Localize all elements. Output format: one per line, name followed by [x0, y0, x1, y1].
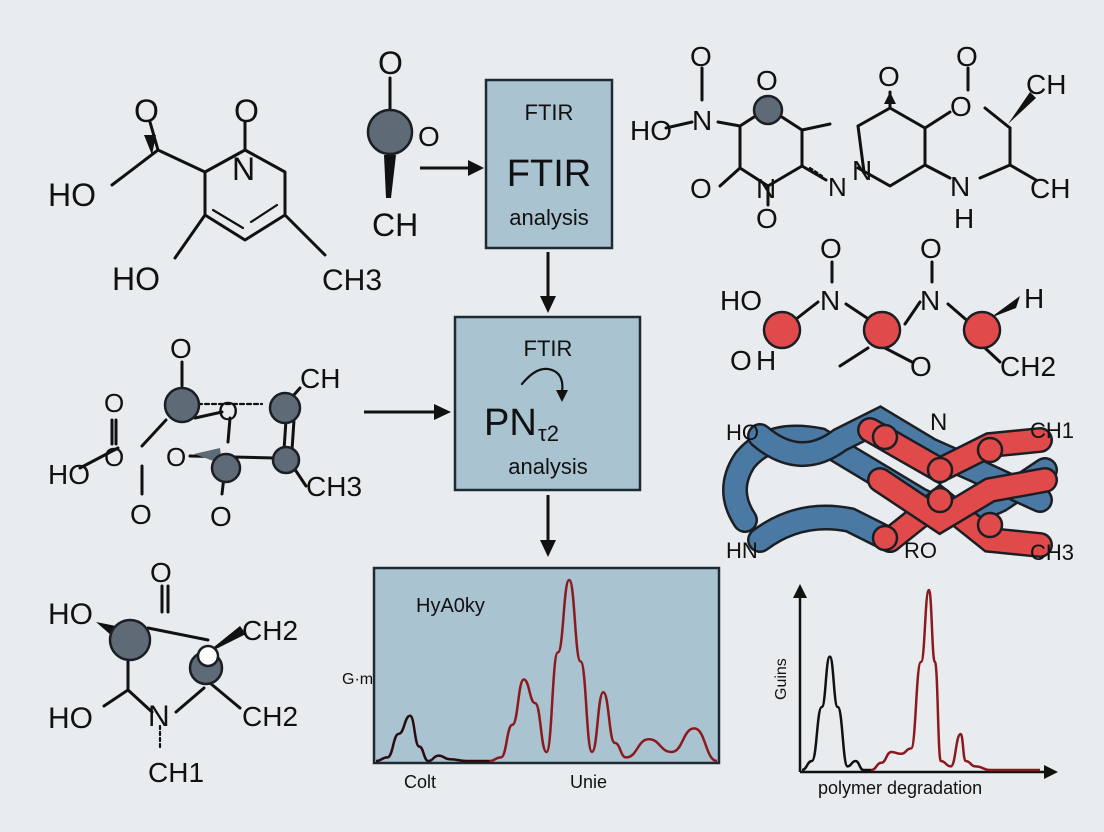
- bl-ho2: HO: [48, 702, 93, 735]
- pyridine-ho-bottom: HO: [112, 261, 160, 297]
- degradation-plot: [801, 588, 1040, 772]
- curved-arrow-icon: [520, 367, 564, 394]
- cage-ch: CH: [300, 363, 340, 394]
- spectrum-xlabel-right: Unie: [570, 772, 607, 792]
- molecule-topright: O HO N O O N O N N O O O CH N H CH: [630, 41, 1070, 234]
- pyridine-o-n: O: [234, 93, 259, 129]
- small-o-top: O: [378, 45, 403, 81]
- box-mid-small-label: FTIR: [524, 336, 573, 361]
- spectrum-ylabel: G·m: [342, 671, 373, 688]
- tr-ho: HO: [630, 115, 672, 146]
- spectrum-series-2-line: [489, 578, 718, 763]
- molecule-bottomleft: O HO CH2 HO N CH2 CH1: [48, 557, 298, 788]
- polymer-ho: HO: [726, 420, 759, 445]
- polymer-n: N: [930, 409, 947, 436]
- box-top-big-label: FTIR: [507, 153, 591, 195]
- rc-n2: N: [920, 285, 940, 316]
- cage-o4: O: [166, 442, 186, 472]
- arrow-box-top-to-mid: [540, 252, 556, 313]
- polymer-ch3: CH3: [1030, 540, 1074, 565]
- arrow-box-mid-to-spectrum: [540, 495, 556, 557]
- pyridine-n: N: [232, 151, 255, 187]
- tr-n1: N: [692, 105, 712, 136]
- rc-o2: O: [820, 233, 842, 264]
- y-axis-arrow-icon: [793, 584, 807, 598]
- bl-o-top: O: [150, 557, 172, 588]
- rc-o4: O: [920, 233, 942, 264]
- tr-n5: N: [950, 171, 970, 202]
- cage-o-top: O: [170, 333, 192, 364]
- tr-o6: O: [956, 41, 978, 72]
- degradation-xlabel: polymer degradation: [818, 778, 982, 798]
- spectrum-panel-background: [372, 566, 721, 765]
- tr-o1: O: [690, 41, 712, 72]
- box-mid-subscript: τ2: [538, 421, 559, 446]
- tr-o3: O: [690, 173, 712, 204]
- box-mid-big-label: PN: [484, 402, 537, 444]
- spectrum-panel: HyA0ky G·m Colt Unie: [342, 566, 721, 792]
- cage-o2: O: [218, 396, 238, 426]
- degradation-series-2-line: [871, 588, 1040, 772]
- small-o-right: O: [418, 121, 440, 152]
- cage-o5: O: [130, 499, 152, 530]
- degradation-series-1-line: [801, 655, 872, 772]
- polymer-ro: RO: [904, 538, 937, 563]
- rc-o1: O: [730, 345, 752, 376]
- ftir-box-mid: FTIR PN τ2 analysis: [453, 315, 642, 492]
- molecule-redchain: HO O H O N O O N H CH2: [720, 233, 1056, 382]
- bl-ch2b: CH2: [242, 701, 298, 732]
- rc-ho: HO: [720, 285, 762, 316]
- rc-h2: H: [1024, 283, 1044, 314]
- pyridine-ch3: CH3: [322, 264, 382, 297]
- bl-n: N: [148, 700, 170, 733]
- molecule-small: O O CH: [366, 45, 440, 243]
- spectrum-xlabel-left: Colt: [404, 772, 436, 792]
- box-mid-sub-label: analysis: [508, 454, 587, 479]
- tr-ch2: CH: [1030, 173, 1070, 204]
- degradation-chart: Guins polymer degradation: [773, 584, 1058, 798]
- tr-n4: N: [852, 155, 872, 186]
- tr-ch1: CH: [1026, 69, 1066, 100]
- bl-ch1: CH1: [148, 757, 204, 788]
- polymer-hn: HN: [726, 538, 758, 563]
- arrow-cage-to-box-mid: [364, 404, 451, 420]
- molecule-cage: O O O HO O O O O CH CH3: [48, 333, 362, 532]
- rc-n1: N: [820, 285, 840, 316]
- rc-o3: O: [910, 351, 932, 382]
- cage-o1: O: [104, 388, 124, 418]
- molecule-pyridine: O O N HO HO CH3: [48, 93, 382, 297]
- spectrum-plot: [375, 578, 718, 763]
- cage-ch3: CH3: [306, 471, 362, 502]
- cage-o6: O: [210, 501, 232, 532]
- tr-o7: O: [950, 91, 972, 122]
- pyridine-o-top: O: [134, 93, 159, 129]
- degradation-ylabel: Guins: [773, 658, 790, 700]
- tr-o4: O: [756, 203, 778, 234]
- tr-o5: O: [878, 61, 900, 92]
- cage-ho: HO: [48, 459, 90, 490]
- polymer-network: HO N CH1 HN RO CH3: [722, 405, 1074, 565]
- small-ch: CH: [372, 207, 418, 243]
- tr-o2: O: [756, 65, 778, 96]
- arrow-to-box-top: [420, 160, 484, 176]
- rc-h1: H: [756, 345, 776, 376]
- tr-n3: N: [828, 172, 847, 202]
- tr-h: H: [954, 203, 974, 234]
- pyridine-ho-left: HO: [48, 177, 96, 213]
- spectrum-title: HyA0ky: [416, 595, 485, 617]
- spectrum-series-1-line: [375, 714, 490, 763]
- tr-n2: N: [756, 173, 776, 204]
- rc-ch2: CH2: [1000, 351, 1056, 382]
- bl-ch2a: CH2: [242, 615, 298, 646]
- cage-o3: O: [104, 442, 124, 472]
- polymer-ch1: CH1: [1030, 418, 1074, 443]
- bl-ho1: HO: [48, 598, 93, 631]
- ftir-box-top: FTIR FTIR analysis: [484, 78, 614, 250]
- x-axis-arrow-icon: [1044, 765, 1058, 779]
- box-top-sub-label: analysis: [509, 205, 588, 230]
- box-top-small-label: FTIR: [525, 100, 574, 125]
